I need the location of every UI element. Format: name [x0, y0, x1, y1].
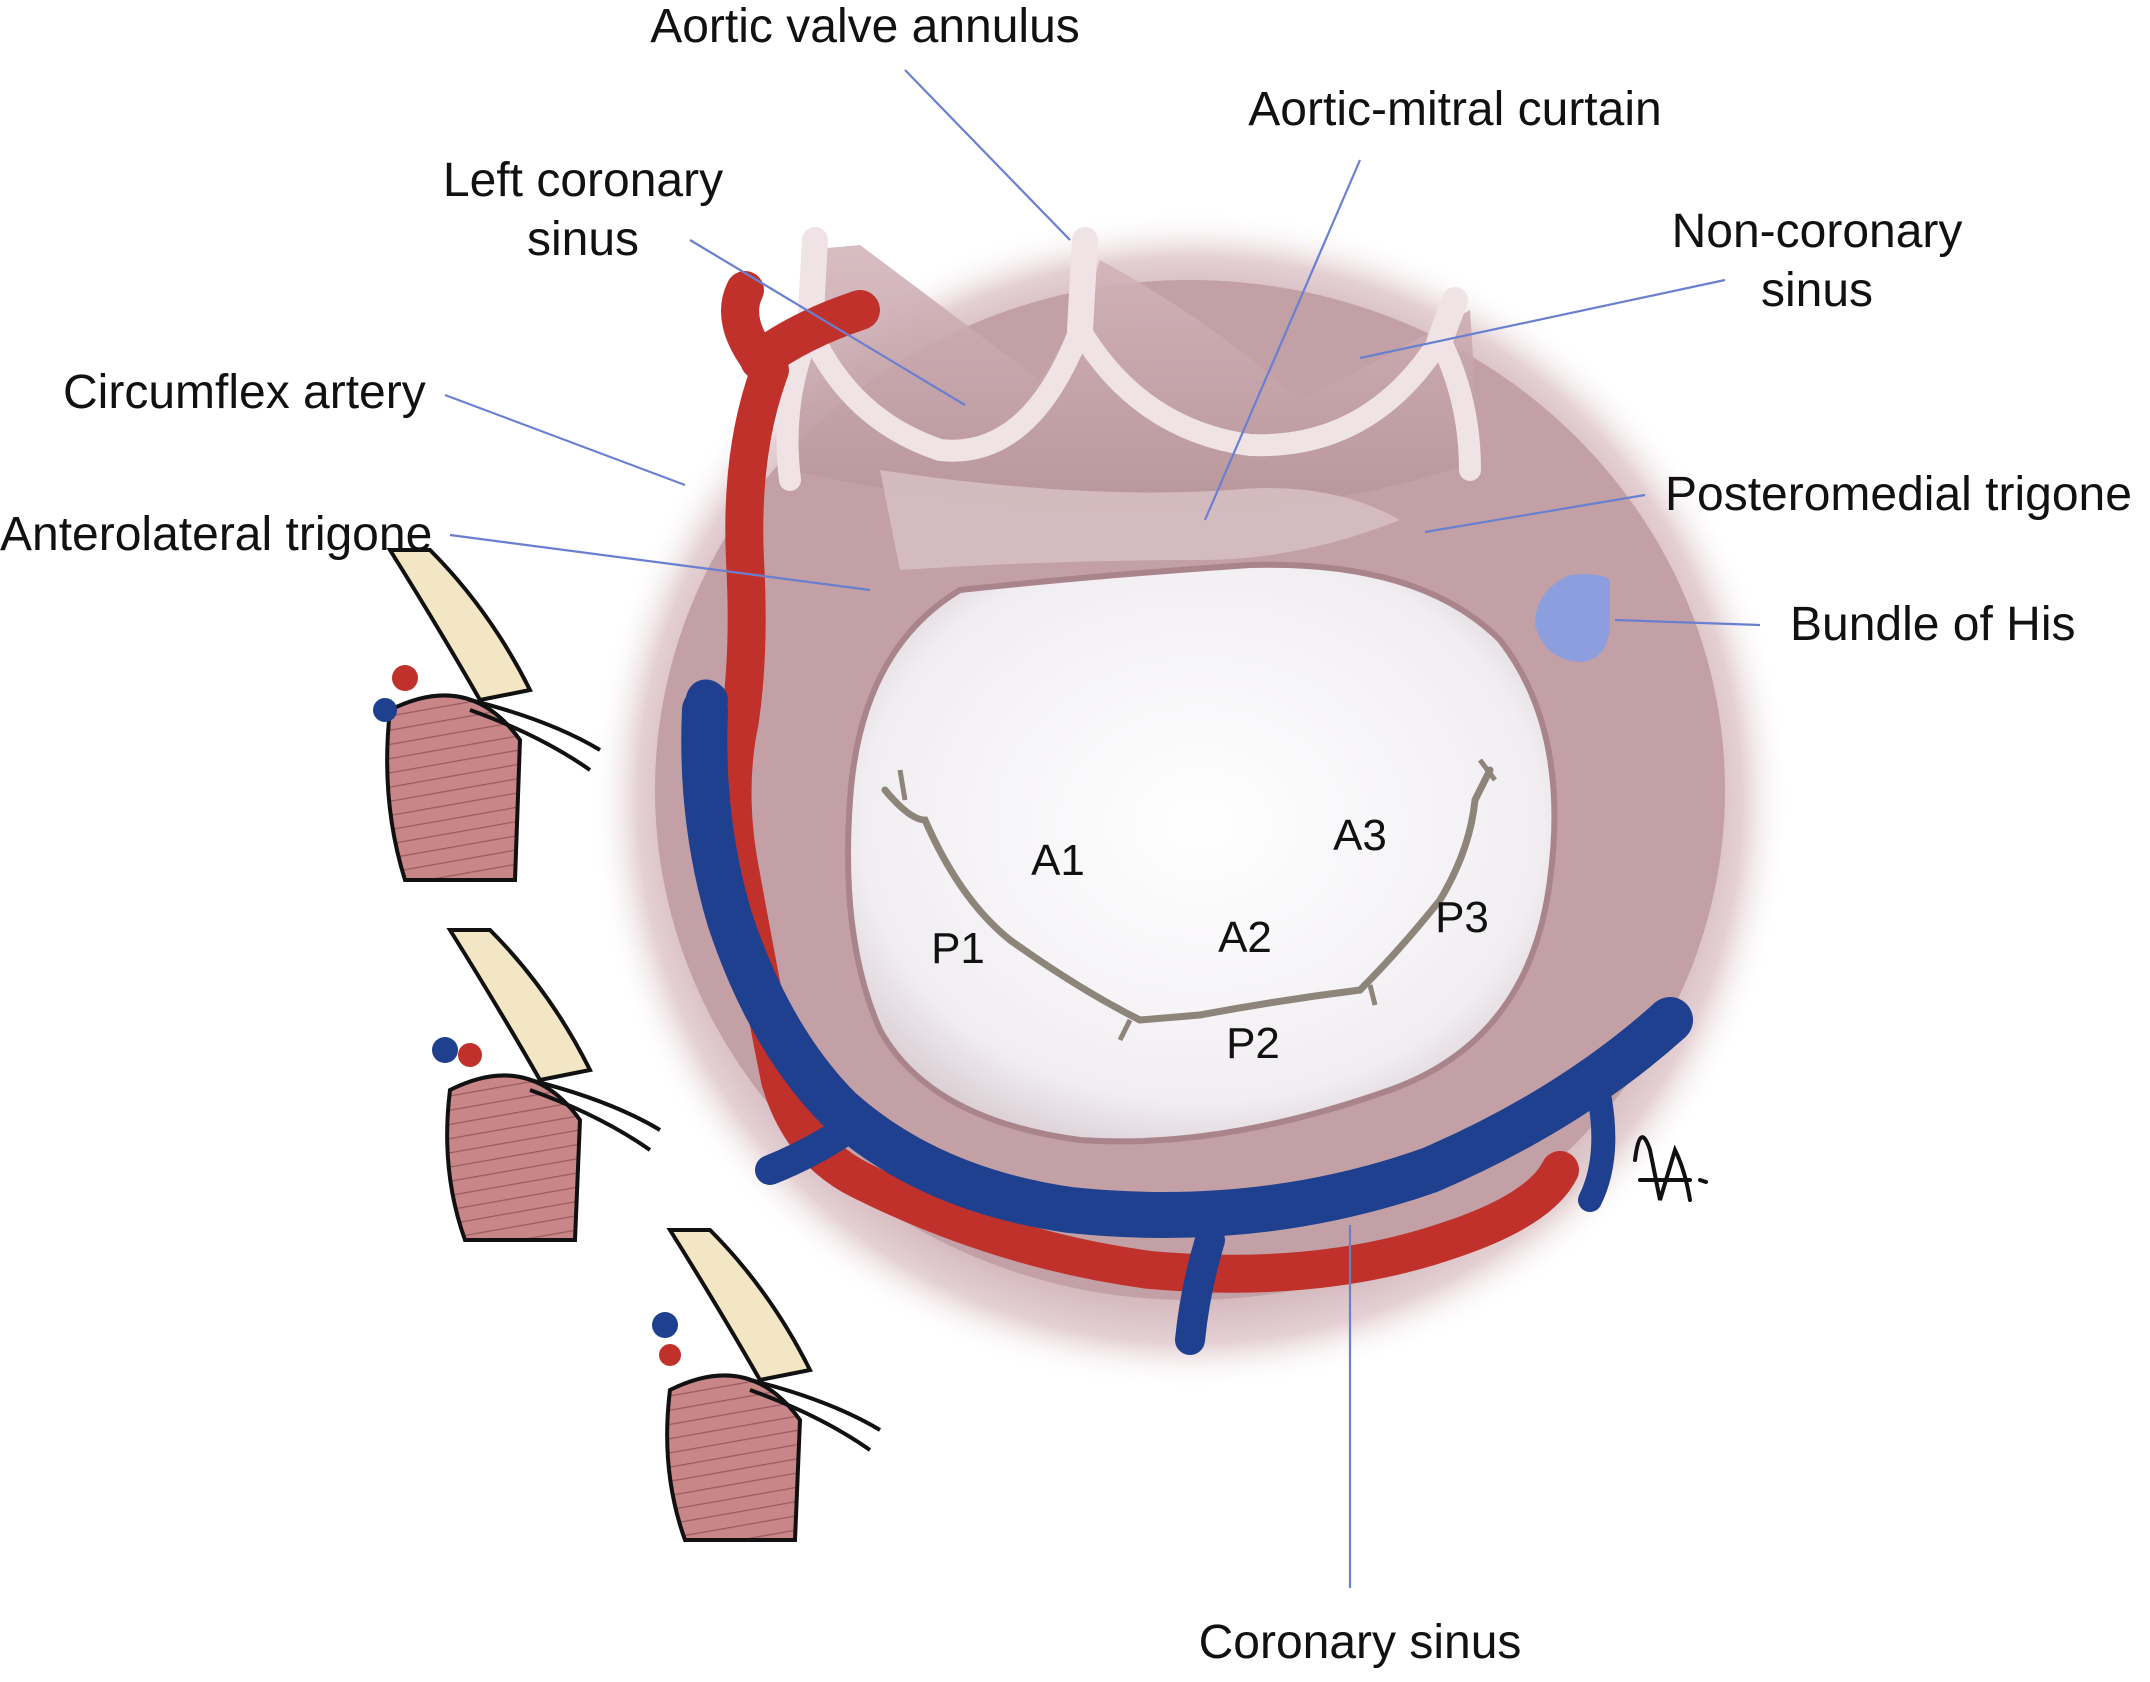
leader-anterolateral-trigone — [449, 533, 871, 592]
scallop-a1: A1 — [1031, 836, 1085, 885]
inset-muscle — [385, 693, 523, 882]
inset-muscle — [665, 1373, 803, 1542]
cross-section-inset-3 — [652, 1228, 882, 1542]
artery-main-trunk — [713, 351, 1579, 1293]
inset-vein — [373, 698, 397, 722]
coronary-sinus-vessel — [681, 679, 1693, 1355]
scallop-a3: A3 — [1333, 811, 1387, 860]
leader-posteromedial-trigone — [1424, 493, 1646, 534]
inset-leaflet — [529, 1078, 662, 1152]
label-aortic-mitral-curtain: Aortic-mitral curtain — [1248, 83, 1661, 136]
label-circumflex-artery: Circumflex artery — [63, 366, 426, 419]
vein-trunk — [681, 687, 1693, 1238]
leader-lines — [444, 69, 1761, 1588]
vein-branch-left — [755, 1105, 875, 1185]
label-aortic-valve-annulus: Aortic valve annulus — [650, 0, 1080, 53]
scallop-p2: P2 — [1226, 1019, 1280, 1068]
inset-vein — [432, 1037, 458, 1063]
label-non-coronary-sinus-line2: sinus — [1761, 264, 1873, 317]
label-bundle-of-his: Bundle of His — [1790, 598, 2076, 651]
scallop-p3: P3 — [1435, 893, 1489, 942]
artist-signature — [1633, 1135, 1708, 1202]
leader-circumflex-artery — [444, 393, 686, 487]
leader-non-coronary-sinus — [1359, 278, 1726, 360]
label-left-coronary-sinus-line1: Left coronary — [443, 154, 723, 207]
inset-leaflet — [749, 1378, 882, 1452]
label-coronary-sinus: Coronary sinus — [1199, 1616, 1522, 1669]
inset-artery — [659, 1344, 681, 1366]
label-posteromedial-trigone: Posteromedial trigone — [1665, 468, 2132, 521]
inset-fat — [666, 1228, 813, 1383]
cross-section-inset-2 — [432, 928, 662, 1242]
mitral-orifice — [845, 561, 1558, 1145]
aortic-mitral-curtain — [880, 470, 1400, 570]
scallop-p1: P1 — [931, 924, 985, 973]
inset-leaflet — [469, 698, 602, 772]
inset-vein — [652, 1312, 678, 1338]
inset-fat — [386, 548, 533, 703]
leader-aortic-valve-annulus — [904, 69, 1071, 241]
inset-artery — [392, 665, 418, 691]
label-non-coronary-sinus-line1: Non-coronary — [1672, 205, 1963, 258]
circumflex-artery — [713, 271, 1579, 1293]
label-left-coronary-sinus-line2: sinus — [527, 213, 639, 266]
vein-branch-bottom — [1175, 1225, 1225, 1355]
inset-artery — [458, 1043, 482, 1067]
leader-bundle-of-his — [1614, 618, 1761, 627]
coaptation-line — [881, 766, 1494, 1024]
inset-muscle — [445, 1073, 583, 1242]
inset-fat — [446, 928, 593, 1083]
cross-section-inset-1 — [373, 548, 602, 882]
leader-aortic-mitral-curtain — [1203, 159, 1362, 521]
coaptation-shadow — [897, 758, 1497, 1042]
leader-left-coronary-sinus — [689, 239, 966, 406]
vein-branch-right — [1578, 1088, 1616, 1212]
vein-branch-top-left — [685, 679, 728, 738]
bundle-of-his-marker — [1535, 574, 1610, 662]
scallop-labels: A1 A2 A3 P1 P2 P3 — [931, 811, 1489, 1068]
label-anterolateral-trigone: Anterolateral trigone — [0, 508, 432, 561]
scallop-a2: A2 — [1218, 913, 1272, 962]
